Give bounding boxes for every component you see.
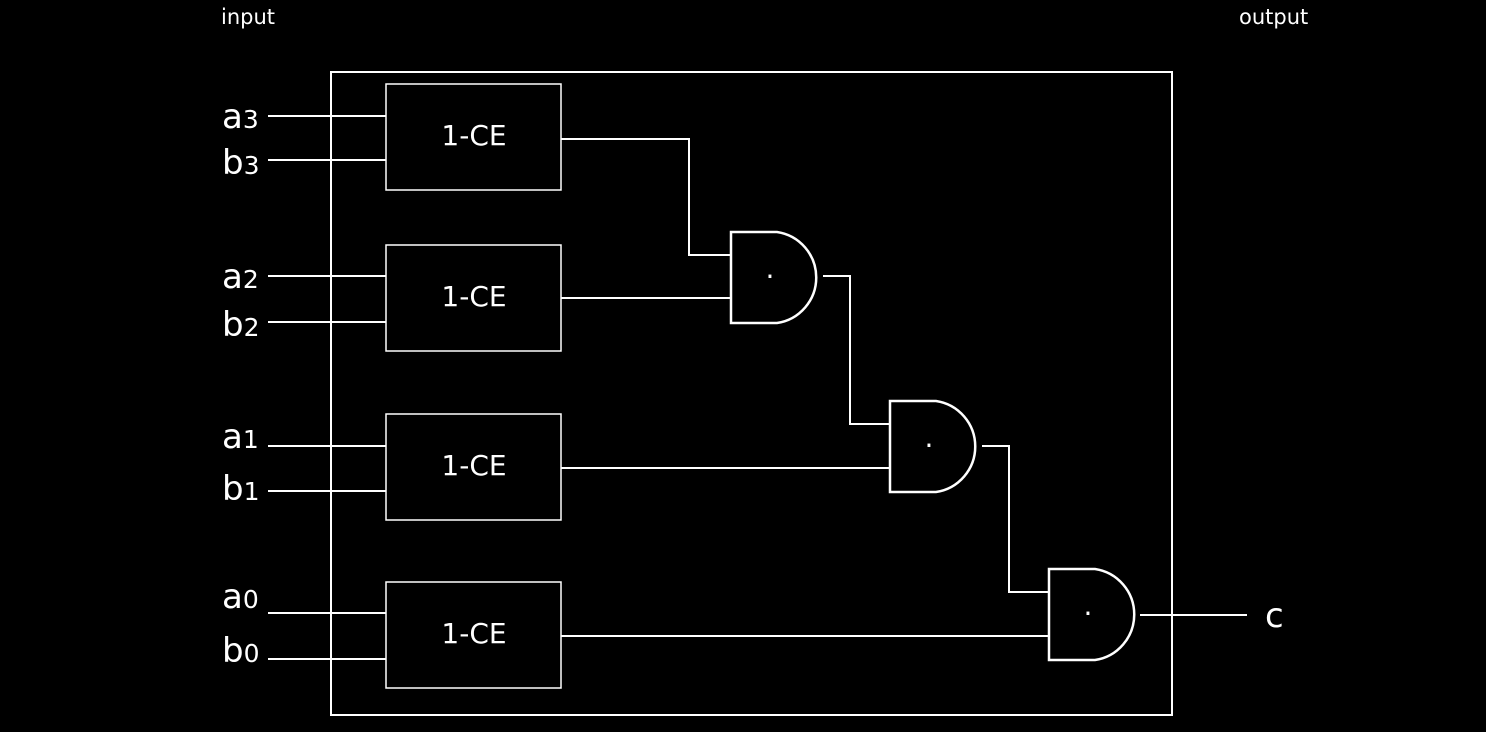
output-label: output [1239, 5, 1308, 29]
comparator-block-0 [385, 581, 562, 689]
comparator-label-2: 1-CE [441, 280, 506, 313]
input-label: input [221, 5, 275, 29]
and-gate-1-symbol: · [766, 260, 775, 293]
comparator-block-2 [385, 244, 562, 352]
and-gate-1 [729, 230, 818, 325]
input-label-a0: a0 [222, 577, 259, 617]
and-gate-2 [888, 399, 977, 494]
comparator-label-0: 1-CE [441, 617, 506, 650]
comparator-block-1 [385, 413, 562, 521]
and-gate-2-symbol: · [925, 429, 934, 462]
wire-gate2-to-gate3 [982, 445, 1049, 593]
input-label-b0: b0 [222, 631, 260, 671]
input-label-a2: a2 [222, 257, 259, 297]
comparator-block-3 [385, 83, 562, 191]
and-gate-3 [1047, 567, 1136, 662]
input-label-b1: b1 [222, 469, 260, 509]
comparator-label-3: 1-CE [441, 119, 506, 152]
wire-ce3-to-gate1 [561, 138, 731, 256]
input-label-b3: b3 [222, 143, 260, 183]
input-label-b2: b2 [222, 305, 260, 345]
and-gate-3-symbol: · [1084, 597, 1093, 630]
wire-gate1-to-gate2 [823, 275, 890, 425]
output-signal-label: c [1265, 596, 1284, 636]
outer-frame [330, 71, 1173, 716]
input-label-a1: a1 [222, 417, 259, 457]
input-label-a3: a3 [222, 97, 259, 137]
comparator-label-1: 1-CE [441, 449, 506, 482]
